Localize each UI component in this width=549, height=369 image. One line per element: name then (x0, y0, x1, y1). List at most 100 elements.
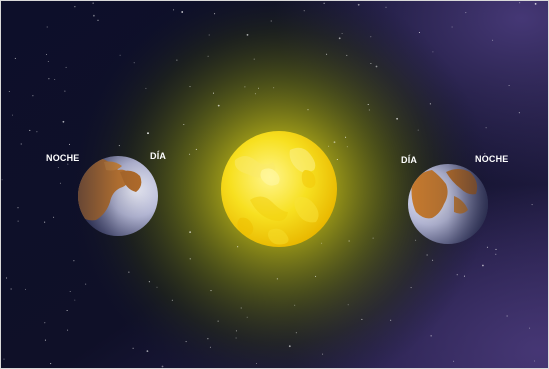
star (209, 346, 211, 348)
star (47, 61, 49, 62)
star (74, 299, 76, 301)
star (64, 90, 66, 92)
star (176, 59, 178, 61)
star (161, 365, 164, 368)
star (348, 240, 350, 242)
star (69, 291, 71, 292)
star (8, 91, 10, 92)
star (12, 114, 13, 116)
star (214, 13, 216, 15)
star (97, 19, 99, 21)
star (17, 207, 19, 209)
star (295, 332, 297, 334)
star (253, 58, 255, 60)
star (418, 32, 420, 33)
star (273, 87, 275, 89)
star (495, 248, 497, 250)
label-left-night: NOCHE (46, 153, 80, 163)
star (341, 33, 343, 34)
star (92, 2, 94, 4)
star (375, 65, 378, 68)
star (370, 36, 372, 38)
star (147, 132, 149, 135)
star (14, 57, 16, 59)
star (53, 216, 55, 218)
star (321, 242, 323, 244)
star (357, 3, 360, 6)
star (207, 338, 209, 340)
star (254, 93, 256, 95)
star (518, 112, 520, 114)
star (307, 109, 309, 111)
star (1, 179, 3, 181)
star (367, 104, 369, 105)
star (173, 9, 175, 11)
star (74, 6, 76, 8)
star (119, 54, 121, 56)
star (451, 26, 453, 28)
star (146, 350, 149, 352)
star (456, 274, 458, 276)
star (410, 287, 412, 289)
star (368, 109, 370, 111)
star (62, 120, 65, 123)
star (508, 85, 510, 86)
star (372, 237, 374, 239)
star (426, 254, 428, 256)
star (67, 329, 69, 331)
star (44, 322, 46, 324)
star (44, 339, 46, 341)
star (322, 353, 324, 355)
star (189, 153, 191, 155)
star (246, 316, 248, 318)
star (534, 360, 535, 362)
star (25, 288, 26, 290)
star (482, 264, 484, 267)
star (189, 86, 191, 88)
star (432, 51, 434, 53)
star (128, 271, 130, 273)
star (189, 258, 191, 260)
star (463, 275, 465, 277)
star (333, 141, 336, 144)
earth-right (408, 164, 488, 244)
star (240, 307, 242, 309)
star (3, 358, 5, 360)
star (185, 341, 187, 343)
star (20, 143, 22, 145)
star (235, 330, 237, 332)
star (17, 220, 19, 222)
star (67, 163, 69, 165)
star (519, 2, 521, 4)
star (46, 26, 48, 28)
star (429, 103, 431, 105)
star (48, 78, 50, 80)
star (85, 283, 87, 285)
star (370, 63, 372, 64)
star (183, 124, 185, 125)
star (345, 136, 347, 138)
star (145, 87, 147, 89)
star (32, 95, 34, 97)
star (54, 79, 56, 80)
star (73, 260, 75, 262)
star (492, 39, 494, 41)
label-left-day: DÍA (150, 151, 167, 161)
star (118, 145, 120, 147)
star (217, 104, 220, 107)
star (50, 363, 52, 365)
star (156, 286, 158, 288)
star (361, 318, 363, 320)
star (36, 131, 38, 133)
star (346, 54, 348, 56)
star (294, 304, 296, 306)
star (288, 345, 291, 348)
star (181, 11, 184, 13)
sun (221, 131, 337, 247)
star (59, 182, 61, 184)
star (328, 145, 330, 147)
star (213, 92, 214, 94)
star (46, 54, 47, 55)
star (69, 143, 70, 145)
star (396, 117, 398, 120)
